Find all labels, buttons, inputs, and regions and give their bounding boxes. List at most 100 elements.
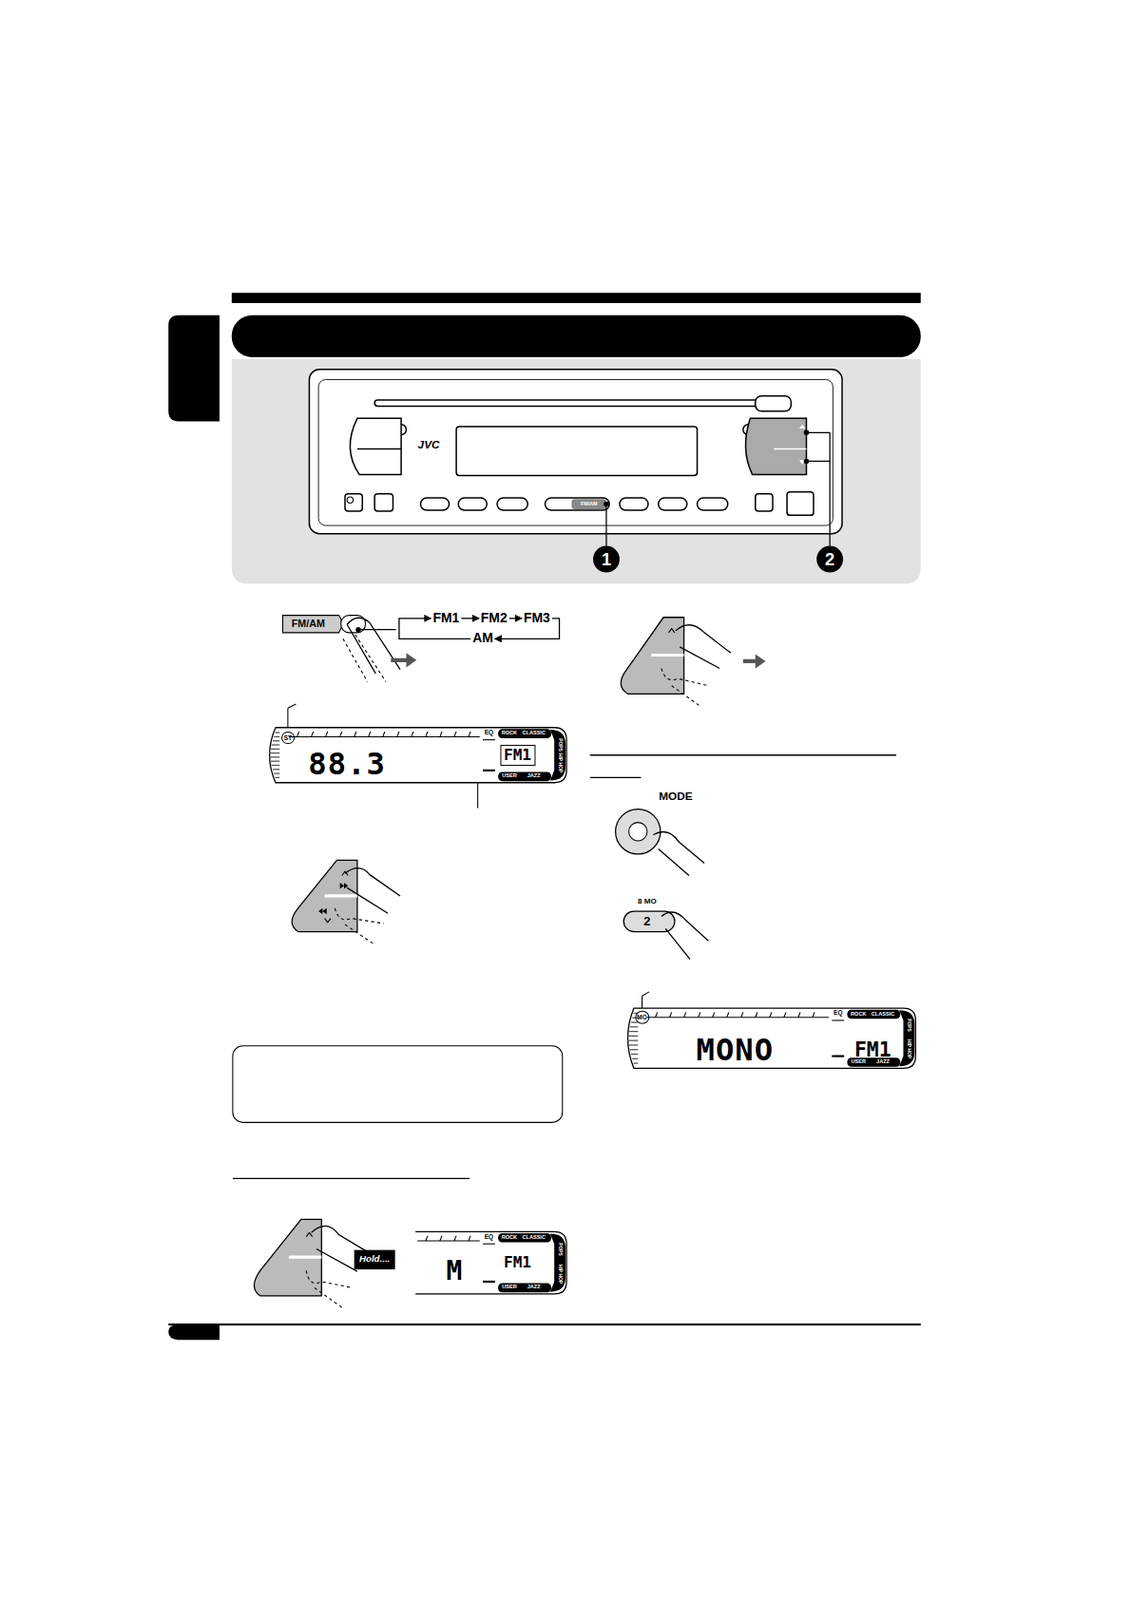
display-frame	[628, 1008, 917, 1069]
genre-label: USER	[501, 774, 518, 781]
display-stroke	[368, 731, 371, 737]
display-stroke	[425, 1236, 428, 1242]
display-stroke	[425, 731, 428, 737]
display-stroke	[271, 765, 281, 767]
genre-label: JAZZ	[876, 1059, 890, 1066]
display-stroke	[482, 739, 496, 741]
display-stroke	[647, 1016, 829, 1018]
display-frame	[415, 1231, 567, 1295]
display-stroke	[627, 1040, 638, 1042]
display-stroke	[468, 1236, 471, 1242]
display-stroke	[275, 777, 281, 779]
button-label: FM/AM	[291, 618, 326, 630]
display-stroke	[630, 1026, 639, 1028]
genre-label: ROCK	[501, 730, 518, 737]
display-stroke	[411, 731, 414, 737]
genre-label: POPS	[557, 1243, 563, 1257]
band-step: FM1	[432, 612, 460, 626]
display-stroke	[784, 1012, 786, 1017]
genre-tab	[846, 1010, 901, 1020]
button-label: MODE	[658, 791, 692, 804]
display-stroke	[468, 731, 471, 737]
display-stroke	[670, 1012, 672, 1017]
band-cycle-arrow	[460, 617, 480, 619]
display-stroke	[272, 768, 280, 770]
genre-label: JAZZ	[527, 1285, 541, 1292]
genre-tab	[498, 728, 552, 739]
display-stroke	[383, 731, 385, 737]
display-stroke	[271, 744, 281, 746]
display-stroke	[311, 731, 314, 737]
memory-indicator: M	[446, 1258, 463, 1285]
genre-label: ROCK	[850, 1012, 866, 1018]
display-stroke	[417, 1240, 480, 1242]
frequency-readout: 88.3	[307, 748, 386, 780]
band-indicator: FM1	[503, 1254, 532, 1270]
genre-label: HIP HOP	[557, 753, 563, 773]
display-stroke	[632, 1058, 638, 1060]
band-name: AM	[472, 632, 494, 646]
display-stroke	[325, 731, 328, 737]
display-stroke	[755, 1012, 758, 1017]
display-stroke	[684, 1012, 687, 1017]
brand-logo: JVC	[418, 440, 441, 452]
genre-tab	[498, 1284, 552, 1294]
band-name: FM2	[480, 612, 508, 626]
genre-label: USER	[501, 1285, 518, 1292]
mono-readout: MONO	[695, 1035, 774, 1066]
band-indicator: FM1	[854, 1039, 892, 1060]
display-stroke	[628, 1044, 638, 1046]
genre-band	[550, 729, 566, 782]
genre-label: JAZZ	[527, 774, 541, 781]
mono-indicator: MO	[634, 1011, 650, 1025]
genre-label: CLASSIC	[871, 1012, 895, 1018]
display-stroke	[288, 736, 480, 738]
display-stroke	[831, 1054, 844, 1057]
genre-label: CLASSIC	[521, 730, 545, 737]
display-stroke	[273, 736, 280, 738]
genre-band	[899, 1010, 915, 1067]
band-step: FM3	[523, 612, 551, 626]
genre-label: POPS	[906, 1019, 912, 1034]
display-frame	[269, 728, 568, 784]
display-stroke	[627, 1035, 638, 1037]
display-stroke	[397, 731, 400, 737]
display-stroke	[297, 731, 300, 737]
band-cycle-arrow	[509, 617, 522, 619]
eq-indicator: EQ	[484, 1233, 494, 1240]
genre-label: HIP HOP	[557, 1265, 563, 1285]
display-stroke	[698, 1012, 701, 1017]
eq-indicator: EQ	[484, 729, 494, 736]
display-stroke	[630, 1049, 639, 1051]
genre-tab	[498, 1233, 552, 1244]
display-stroke	[440, 731, 442, 737]
display-stroke	[631, 1021, 638, 1023]
genre-tab	[498, 771, 552, 782]
display-stroke	[727, 1012, 729, 1017]
callout-number: 1	[601, 550, 612, 568]
genre-label: HIP HOP	[906, 1039, 912, 1059]
display-stroke	[798, 1012, 801, 1017]
band-indicator: FM1	[499, 745, 536, 767]
genre-band	[550, 1233, 566, 1292]
display-stroke	[454, 731, 457, 737]
band-step: AM	[472, 632, 494, 646]
button-label: 8 MO	[637, 898, 657, 906]
display-stroke	[769, 1012, 772, 1017]
hold-tag: Hold....	[359, 1254, 390, 1265]
display-stroke	[275, 731, 281, 733]
display-stroke	[340, 731, 343, 737]
display-stroke	[628, 1031, 638, 1033]
display-stroke	[273, 772, 280, 774]
display-stroke	[812, 1012, 815, 1017]
display-stroke	[482, 1244, 496, 1246]
stereo-indicator: ST	[281, 731, 295, 746]
band-name: FM1	[432, 612, 460, 626]
button-label: FM/AM	[580, 501, 598, 507]
display-stroke	[741, 1012, 744, 1017]
callout-number: 2	[824, 550, 835, 568]
display-stroke	[831, 1019, 844, 1021]
